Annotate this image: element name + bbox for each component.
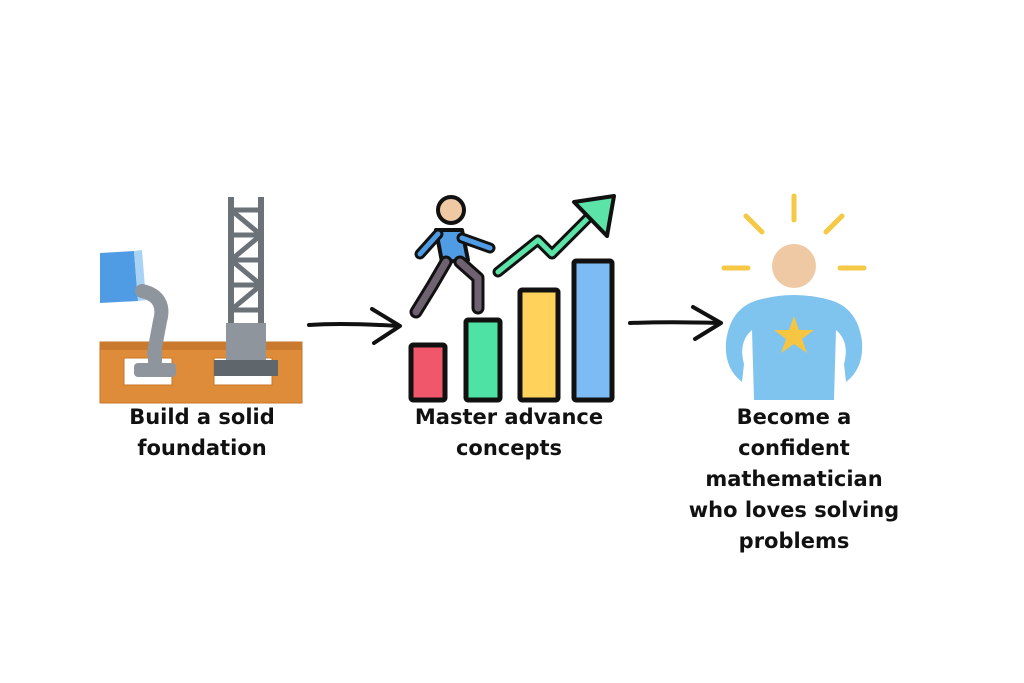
step-2-label-line: concepts	[455, 436, 563, 460]
step-3-label-line: confident	[738, 436, 850, 460]
right-arrow-icon	[628, 305, 723, 341]
step-3-label-line: mathematician	[705, 467, 883, 491]
step-1-label: Build a solid foundation	[100, 402, 304, 464]
step-2-label-line: Master advance	[414, 405, 604, 429]
step-1-label-line: foundation	[137, 436, 267, 460]
right-arrow-icon	[307, 307, 402, 345]
step-2-label: Master advance concepts	[394, 402, 624, 464]
confident-person-star-icon	[721, 193, 867, 400]
construction-foundation-icon	[99, 197, 303, 404]
climbing-growth-chart-icon	[408, 194, 616, 403]
step-3-label-line: who loves solving	[688, 498, 900, 522]
step-3-label: Become a confident mathematician who lov…	[676, 402, 912, 557]
step-3-label-line: Become a	[736, 405, 852, 429]
step-3-label-line: problems	[738, 529, 850, 553]
step-1-label-line: Build a solid	[129, 405, 275, 429]
